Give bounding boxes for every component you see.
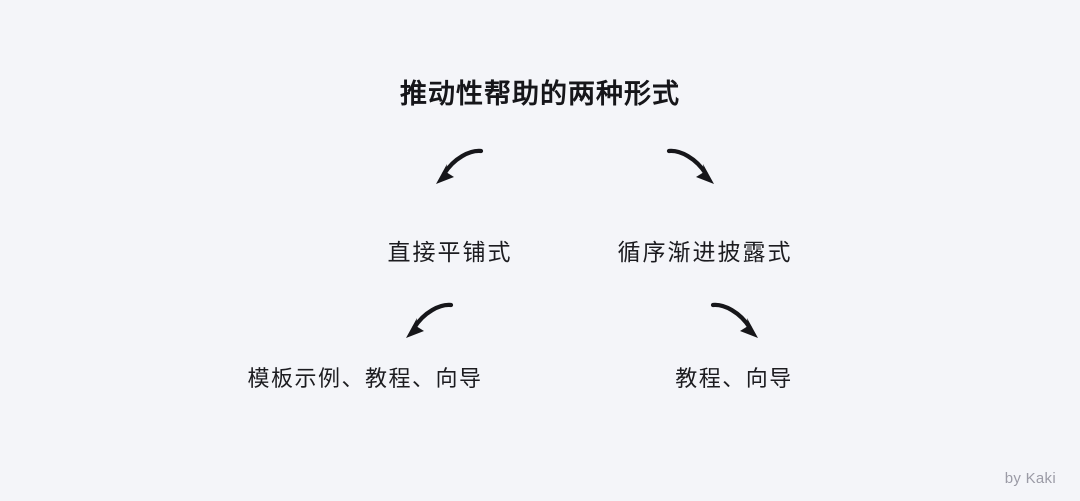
arrow-down-left-icon xyxy=(424,146,486,192)
arrow-down-right-icon xyxy=(706,301,768,345)
branch-left-level1-label: 直接平铺式 xyxy=(387,240,513,265)
arrow-down-right-icon xyxy=(664,146,726,192)
author-signature: by Kaki xyxy=(1004,470,1056,487)
branch-right-level2-label: 教程、向导 xyxy=(675,366,793,391)
page-title: 推动性帮助的两种形式 xyxy=(400,79,680,109)
arrow-down-left-icon xyxy=(396,301,458,345)
branch-left-level2-label: 模板示例、教程、向导 xyxy=(247,366,483,391)
branch-right-level1-label: 循序渐进披露式 xyxy=(617,240,793,265)
